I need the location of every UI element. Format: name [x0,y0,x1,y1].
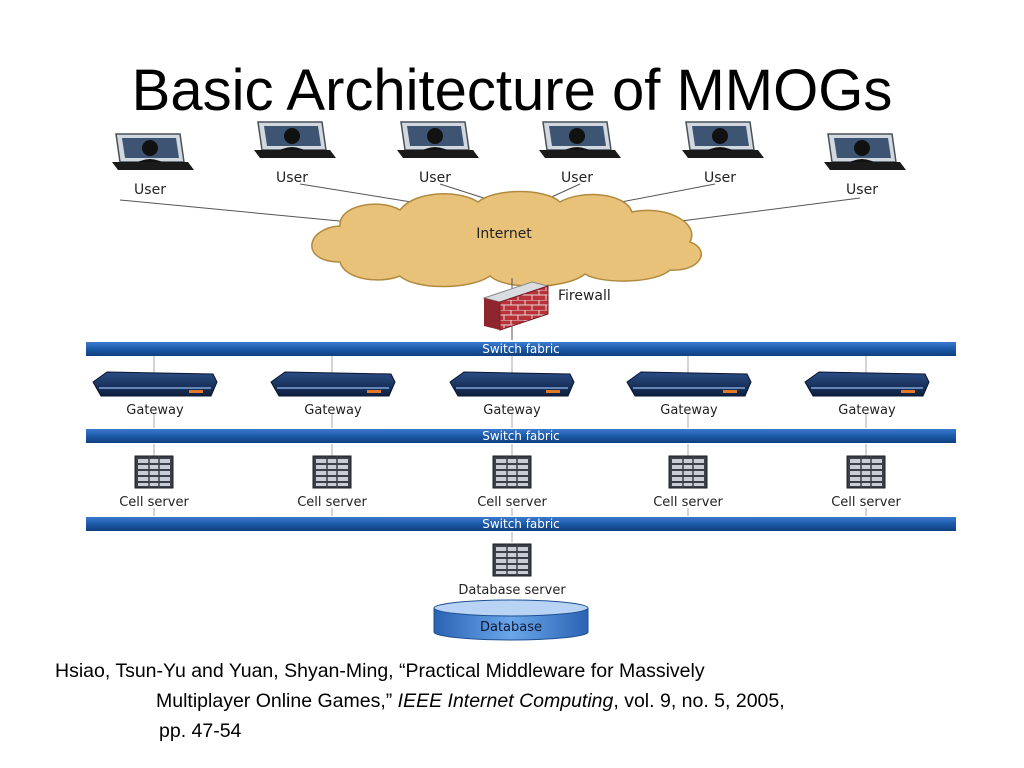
switch-fabric-bar-1: Switch fabric [86,342,956,356]
cell-server-label: Cell server [653,495,723,510]
gateway-router-icon [626,371,752,397]
server-rack-icon [312,455,352,489]
server-rack-icon [492,455,532,489]
citation-line-1: Hsiao, Tsun-Yu and Yuan, Shyan-Ming, “Pr… [55,660,705,682]
user-computer-icon [681,121,765,159]
switch-fabric-label: Switch fabric [482,517,560,531]
server-rack-icon [134,455,174,489]
gateway-node-1: Gateway [92,371,218,418]
user-computer-icon [111,133,195,171]
switch-fabric-bar-2: Switch fabric [86,429,956,443]
user-computer-icon [396,121,480,159]
user-node-3: User [396,121,480,186]
gateway-router-icon [449,371,575,397]
brick-wall-icon [499,285,549,331]
user-computer-icon [538,121,622,159]
user-computer-icon [823,133,907,171]
citation: Hsiao, Tsun-Yu and Yuan, Shyan-Ming, “Pr… [55,656,995,746]
gateway-label: Gateway [304,403,362,418]
cell-server-label: Cell server [297,495,367,510]
firewall-label: Firewall [558,288,611,304]
internet-cloud: Internet [311,190,703,288]
user-node-6: User [823,133,907,198]
switch-fabric-bar-3: Switch fabric [86,517,956,531]
gateway-node-4: Gateway [626,371,752,418]
slide-title: Basic Architecture of MMOGs [131,58,893,123]
server-rack-icon [492,543,532,577]
user-node-2: User [253,121,337,186]
citation-line-2: Multiplayer Online Games,” IEEE Internet… [55,686,995,716]
cell-server-node-3: Cell server [477,455,547,510]
gateway-label: Gateway [126,403,184,418]
cell-server-node-4: Cell server [653,455,723,510]
citation-volume: , vol. 9, no. 5, 2005, [613,690,785,712]
user-label: User [134,182,166,198]
citation-article: Multiplayer Online Games,” [156,690,398,712]
database-node: Database [433,599,589,641]
database-server-label: Database server [458,583,566,598]
gateway-node-3: Gateway [449,371,575,418]
user-node-1: User [111,133,195,198]
gateway-router-icon [804,371,930,397]
user-node-4: User [538,121,622,186]
switch-fabric-label: Switch fabric [482,342,560,356]
cell-server-node-2: Cell server [297,455,367,510]
database-label: Database [480,620,542,635]
user-label: User [846,182,878,198]
gateway-node-5: Gateway [804,371,930,418]
user-label: User [561,170,593,186]
cell-server-label: Cell server [477,495,547,510]
user-node-5: User [681,121,765,186]
cell-server-label: Cell server [119,495,189,510]
gateway-router-icon [92,371,218,397]
gateway-label: Gateway [838,403,896,418]
user-label: User [276,170,308,186]
firewall: Firewall [482,281,611,331]
server-rack-icon [668,455,708,489]
cloud-shape [311,190,703,288]
cell-server-node-1: Cell server [119,455,189,510]
internet-label: Internet [476,226,532,242]
user-label: User [419,170,451,186]
cell-server-node-5: Cell server [831,455,901,510]
user-computer-icon [253,121,337,159]
user-connections [119,183,861,226]
server-rack-icon [846,455,886,489]
gateway-node-2: Gateway [270,371,396,418]
user-label: User [704,170,736,186]
gateway-router-icon [270,371,396,397]
cell-server-label: Cell server [831,495,901,510]
database-cylinder-icon [433,607,589,641]
citation-line-3: pp. 47-54 [159,720,242,742]
citation-journal: IEEE Internet Computing [397,690,614,712]
switch-fabric-label: Switch fabric [482,429,560,443]
gateway-label: Gateway [483,403,541,418]
gateway-label: Gateway [660,403,718,418]
database-server-node: Database server [458,543,566,598]
